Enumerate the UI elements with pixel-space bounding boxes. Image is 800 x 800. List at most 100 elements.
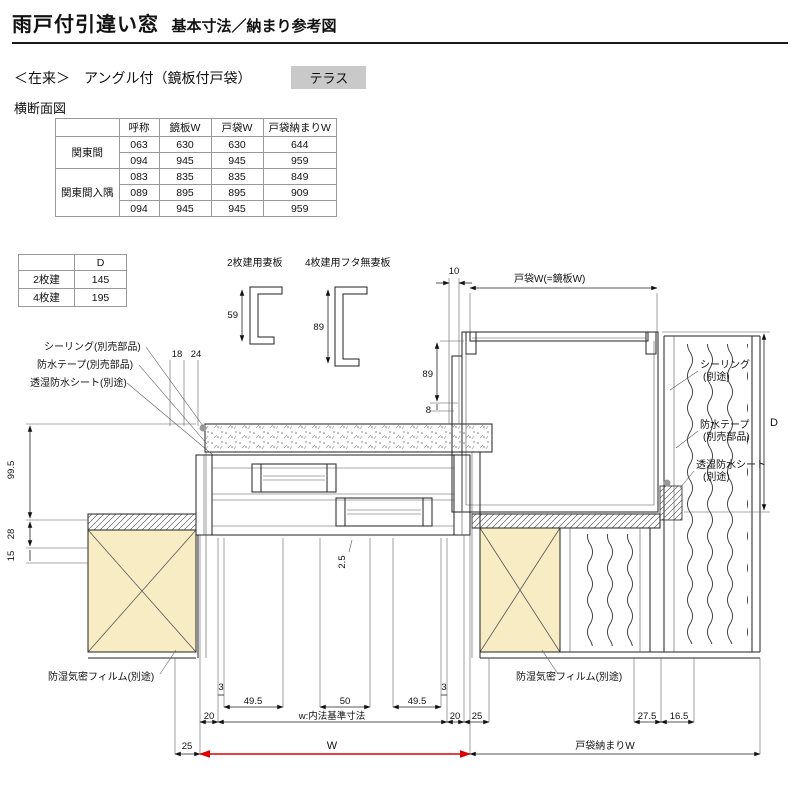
dim-10: 10 [449, 266, 460, 277]
dim-49-5-right: 49.5 [408, 696, 427, 707]
table-row: 094 945 945 959 [56, 152, 337, 169]
cell: 094 [118, 200, 160, 217]
size-table-corner-cell [55, 118, 120, 137]
table-row: 094 945 945 959 [56, 200, 337, 217]
sealing-right-label: シーリング [700, 358, 750, 371]
group-label-kantoma: 関東間 [55, 136, 120, 169]
dim-18: 18 [172, 349, 183, 360]
depth-col-header-d: D [74, 254, 127, 271]
table-row: 関東間入隅 083 835 835 849 [55, 168, 337, 217]
dim-28: 28 [6, 529, 17, 540]
dim-20-left: 20 [204, 711, 215, 722]
sash-outer [251, 463, 337, 493]
depth-table-header-row: D [18, 254, 127, 271]
cell: 895 [158, 184, 212, 201]
size-table: 呼称 鏡板W 戸袋W 戸袋納まりW 関東間 063 630 630 644 09… [55, 118, 337, 217]
tobukuro-w-label: 戸袋W(=鏡板W) [514, 272, 585, 285]
dim-49-5-left: 49.5 [244, 696, 263, 707]
dim-20-right: 20 [450, 711, 461, 722]
dim-24: 24 [191, 349, 202, 360]
sealant-bead-right [663, 479, 671, 487]
view-label: 横断面図 [14, 101, 67, 116]
page-header: 雨戸付引違い窓 基本寸法／納まり参考図 [12, 8, 788, 44]
depth-table: D 2枚建 145 4枚建 195 [18, 254, 127, 307]
window-frame [195, 454, 471, 536]
size-table-header-row: 呼称 鏡板W 戸袋W 戸袋納まりW [55, 118, 337, 137]
depth-table-corner-cell [18, 254, 75, 271]
spec-label: アングル付（鏡板付戸袋） [84, 69, 252, 86]
sheet-left-label: 透湿防水シート(別途) [30, 376, 127, 389]
tape-left-label: 防水テープ(別売部品) [37, 358, 133, 371]
cell: 835 [158, 168, 212, 185]
dim-8: 8 [426, 405, 431, 416]
dim-99-5: 99.5 [6, 461, 17, 480]
cell: 089 [118, 184, 160, 201]
dim-3-right: 3 [441, 682, 446, 693]
cell: 063 [118, 136, 160, 153]
table-row: 4枚建 195 [18, 288, 127, 307]
shutter-box [451, 331, 659, 513]
page-title: 雨戸付引違い窓 [12, 14, 159, 36]
cell: 895 [210, 184, 264, 201]
size-col-header-kagamiita-w: 鏡板W [158, 118, 212, 137]
cell: 145 [74, 270, 127, 289]
cell: 630 [158, 136, 212, 153]
cell: 083 [118, 168, 160, 185]
size-col-header-name: 呼称 [118, 118, 160, 137]
cell: 835 [210, 168, 264, 185]
film-right-label: 防湿気密フィルム(別途) [516, 670, 622, 683]
leader-lines [126, 346, 699, 675]
sheet-right-label2: (別途) [703, 470, 730, 483]
tape-right-label2: (別売部品) [703, 430, 750, 443]
dim-89-profile: 89 [313, 322, 324, 333]
sheet-right-label: 透湿防水シート [696, 458, 766, 471]
dim-15: 15 [6, 551, 17, 562]
end-plate-profile-2mai [239, 286, 283, 345]
construction-label: ＜在来＞ [14, 69, 70, 86]
dim-89: 89 [422, 369, 433, 380]
tape-right-label: 防水テープ [700, 418, 749, 431]
cell: 959 [262, 200, 337, 217]
dim-16-5: 16.5 [670, 711, 689, 722]
sealing-left-label: シーリング(別売部品) [44, 340, 141, 353]
cell: 945 [158, 152, 212, 169]
left-wall [87, 424, 207, 659]
cell: 195 [74, 288, 127, 307]
end-plate-2mai-label: 2枚建用妻板 [227, 256, 283, 269]
terrace-badge: テラス [291, 66, 367, 89]
cell: 945 [210, 152, 264, 169]
dim-27-5: 27.5 [638, 711, 657, 722]
right-wall [471, 335, 761, 659]
cell: 094 [118, 152, 160, 169]
cell: 849 [262, 168, 337, 185]
group-label-kantoma-irizumi: 関東間入隅 [55, 168, 120, 217]
sash-inner [335, 497, 433, 527]
sealing-right-label2: (別途) [703, 370, 730, 383]
cell: 630 [210, 136, 264, 153]
page-subtitle: 基本寸法／納まり参考図 [171, 18, 337, 35]
cell: 945 [210, 200, 264, 217]
dim-25-right: 25 [472, 711, 483, 722]
dim-2-5: 2.5 [337, 555, 348, 568]
size-col-header-tobukuro-w: 戸袋W [210, 118, 264, 137]
dim-59: 59 [227, 310, 238, 321]
cell: 959 [262, 152, 337, 169]
insulation-right [680, 344, 748, 644]
insulation-lower [574, 534, 636, 646]
mortar-band [204, 423, 493, 453]
table-row: 関東間 063 630 630 644 [55, 136, 337, 169]
cell: 945 [158, 200, 212, 217]
dimension-lines [26, 278, 770, 758]
row-label-4mai: 4枚建 [18, 288, 75, 307]
sealant-bead-left [199, 424, 207, 432]
row-label-2mai: 2枚建 [18, 270, 75, 289]
spec-row: ＜在来＞ アングル付（鏡板付戸袋） テラス [14, 66, 367, 89]
cell: 909 [262, 184, 337, 201]
dim-3-left: 3 [218, 682, 223, 693]
film-left-label: 防湿気密フィルム(別途) [48, 670, 154, 683]
end-plate-4mai-label: 4枚建用フタ無妻板 [305, 256, 391, 269]
dim-50: 50 [340, 696, 351, 707]
dim-D: D [770, 417, 778, 429]
dim-W: W [327, 740, 338, 752]
